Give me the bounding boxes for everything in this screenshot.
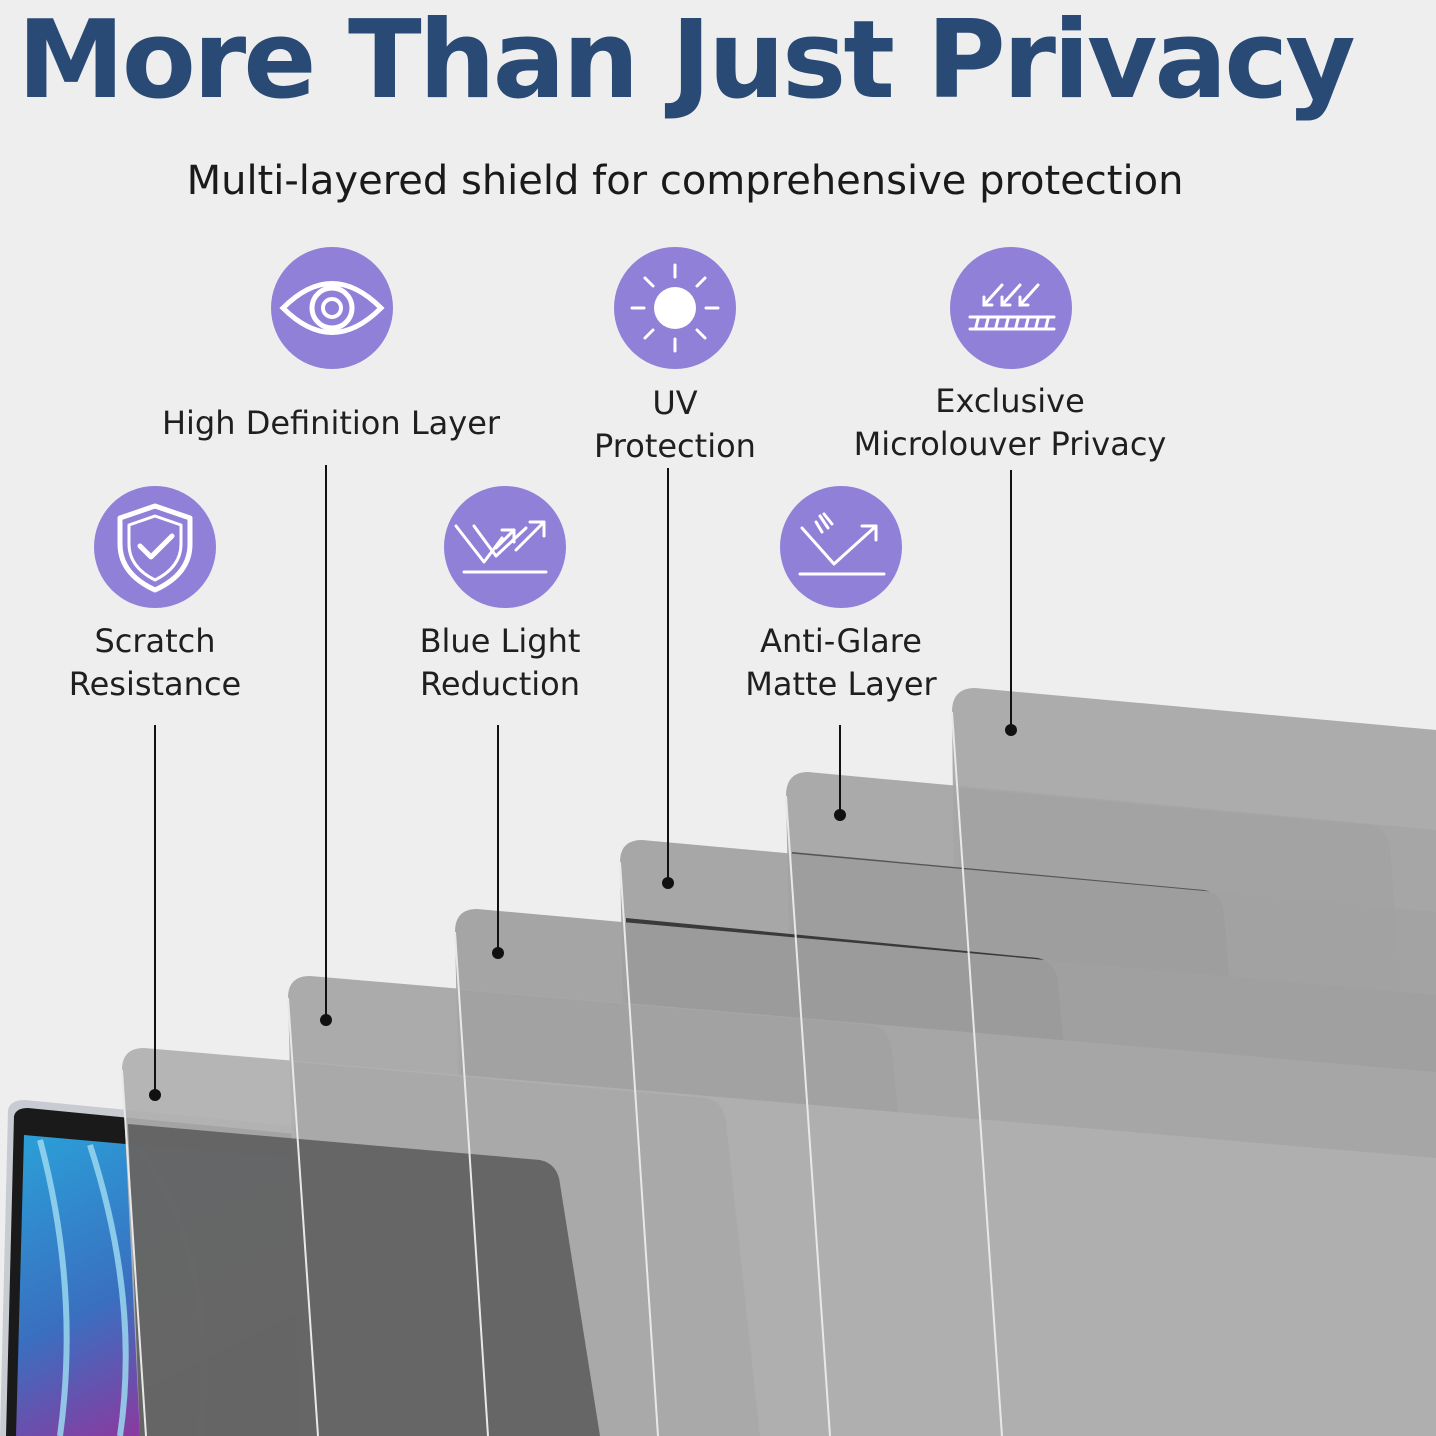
page-subtitle: Multi-layered shield for comprehensive p… (186, 158, 1184, 204)
leader-dot (834, 809, 846, 821)
leader-dot (492, 947, 504, 959)
leader-dot (320, 1014, 332, 1026)
eye-icon (271, 247, 393, 369)
microlouver-icon (950, 247, 1072, 369)
feature-label-anti-glare: Anti-Glare Matte Layer (745, 622, 937, 703)
feature-label-blue-light: Blue Light Reduction (419, 622, 581, 703)
blue-light-reflect-icon (444, 486, 566, 608)
leader-dots (149, 724, 1017, 1101)
leader-dot (1005, 724, 1017, 736)
feature-label-uv-protection: UV Protection (594, 384, 756, 465)
leader-dot (662, 877, 674, 889)
page-title: More Than Just Privacy (17, 0, 1355, 123)
filter-layer-1 (122, 1048, 1436, 1436)
layer-edges (121, 711, 1003, 1436)
feature-label-microlouver: Exclusive Microlouver Privacy (853, 382, 1167, 463)
leader-lines (154, 465, 1012, 1092)
feature-label-scratch: Scratch Resistance (68, 622, 242, 703)
leader-dot (149, 1089, 161, 1101)
feature-label-high-definition: High Definition Layer (161, 404, 501, 442)
anti-glare-icon (780, 486, 902, 608)
shield-check-icon (94, 486, 216, 608)
sun-icon (614, 247, 736, 369)
